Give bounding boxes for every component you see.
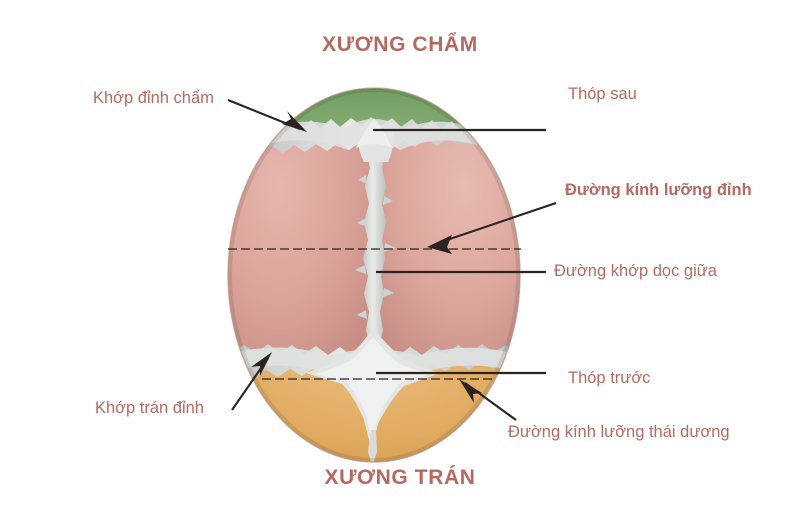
- arrowhead-biparietal: [427, 235, 452, 254]
- skull-bones: [228, 88, 520, 462]
- arrowhead-lambdoid: [282, 111, 307, 132]
- label-coronal-suture: Khớp trán đỉnh: [95, 399, 204, 417]
- metopic-suture: [368, 430, 377, 462]
- occipital-bone: [228, 88, 520, 135]
- sagittal-suture-feathering: [355, 175, 396, 319]
- title-occipital-bone: XƯƠNG CHẨM: [322, 33, 478, 56]
- title-frontal-bone: XƯƠNG TRÁN: [324, 466, 476, 489]
- label-lambdoid-suture: Khớp đỉnh chẩm: [93, 89, 214, 107]
- label-posterior-fontanelle: Thóp sau: [568, 85, 637, 103]
- label-sagittal-suture: Đường khớp dọc giữa: [554, 262, 717, 280]
- anterior-fontanelle-core: [316, 338, 430, 444]
- posterior-fontanelle: [356, 118, 392, 148]
- sagittal-suture: [363, 128, 386, 362]
- arrowhead-bitemporal: [459, 379, 482, 403]
- label-bitemporal-diameter: Đường kính lưỡng thái dương: [508, 423, 730, 441]
- arrow-biparietal-shaft: [437, 202, 557, 244]
- arrowhead-coronal: [251, 352, 272, 376]
- skull-outline: [227, 87, 521, 463]
- label-biparietal-diameter: Đường kính lưỡng đỉnh: [565, 181, 752, 199]
- annotation-arrowheads: [251, 111, 482, 403]
- label-anterior-fontanelle: Thóp trước: [568, 369, 651, 387]
